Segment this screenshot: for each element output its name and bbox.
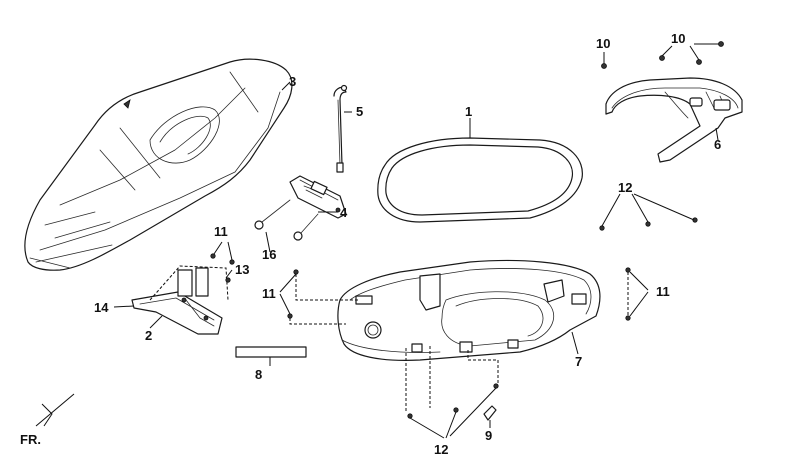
- bolt-16-part[interactable]: [254, 199, 319, 241]
- callout-14: 14: [94, 300, 109, 315]
- foam-strip-part[interactable]: [235, 346, 307, 358]
- screw-11-right-part[interactable]: [625, 267, 631, 321]
- direction-arrow-icon: [35, 393, 75, 427]
- front-direction-indicator: FR.: [20, 393, 75, 447]
- callout-16: 16: [262, 247, 276, 262]
- seat-lock-cable-part[interactable]: [333, 84, 348, 173]
- callout-2: 2: [145, 328, 152, 343]
- callout-6: 6: [714, 137, 721, 152]
- bracket-assembly-part[interactable]: [131, 265, 229, 335]
- leader-lines: [113, 43, 719, 439]
- rear-carrier-part[interactable]: [605, 77, 743, 163]
- callout-11-top: 11: [214, 224, 228, 239]
- callout-11-right: 11: [656, 284, 670, 299]
- callout-10-b: 10: [671, 31, 685, 46]
- callout-labels: 1 3 5 4 16 10 10 6 12 11 13 14 2 11 11 7…: [94, 31, 721, 457]
- callout-3: 3: [289, 74, 296, 89]
- direction-arrow-head-icon: [41, 403, 53, 427]
- screw-12-upper-part[interactable]: [599, 217, 698, 231]
- direction-label: FR.: [20, 432, 41, 447]
- callout-9: 9: [485, 428, 492, 443]
- callout-10-a: 10: [596, 36, 610, 51]
- callout-4: 4: [340, 205, 348, 220]
- callout-11-mid: 11: [262, 286, 276, 301]
- seat-latch-part[interactable]: [289, 175, 347, 219]
- callout-8: 8: [255, 367, 262, 382]
- callout-5: 5: [356, 104, 363, 119]
- seat-part[interactable]: [24, 58, 293, 271]
- callout-12-upper: 12: [618, 180, 632, 195]
- screw-12-lower-part[interactable]: [407, 383, 499, 419]
- seal-ring-part[interactable]: [377, 137, 583, 223]
- callout-12-lower: 12: [434, 442, 448, 457]
- assembly-lines: [289, 272, 629, 412]
- callout-1: 1: [465, 104, 472, 119]
- callout-13: 13: [235, 262, 249, 277]
- helmet-box-part[interactable]: [337, 259, 601, 361]
- callout-7: 7: [575, 354, 582, 369]
- clip-9-part[interactable]: [483, 405, 497, 421]
